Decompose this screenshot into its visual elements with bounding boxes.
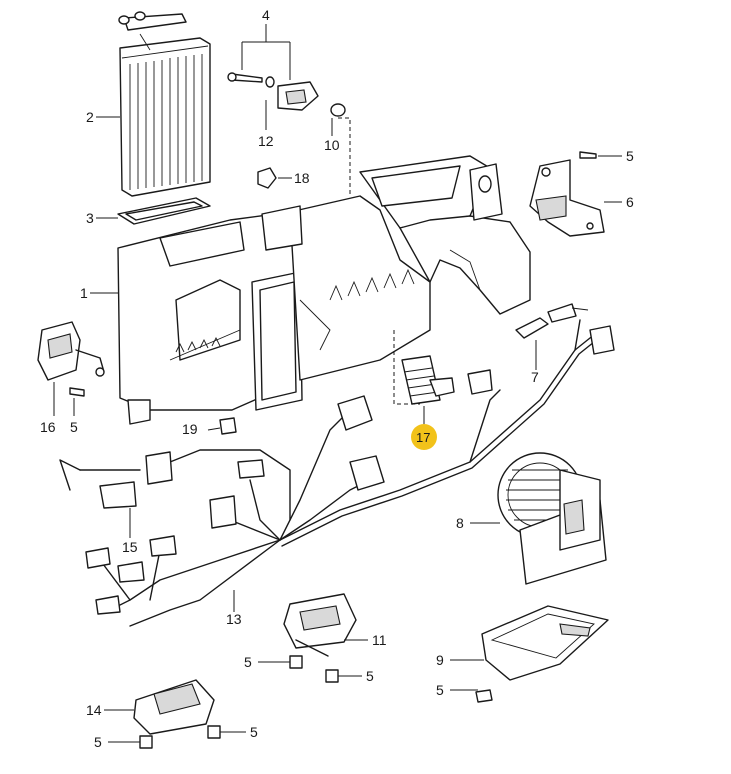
callout-labels: 2 3 1 4 12 10 18 5 6 7 16 5 19 17 8 15 1…: [40, 7, 634, 750]
o-ring: [330, 103, 346, 117]
callout-17: 17: [416, 430, 430, 445]
highlight-marker: [411, 424, 437, 450]
callout-5-mid-left: 5: [244, 654, 252, 670]
blower-motor: [497, 452, 607, 585]
callout-5-bottom-left: 5: [94, 734, 102, 750]
callout-1: 1: [80, 285, 88, 301]
recirculation-actuator: [133, 679, 215, 735]
screw: [139, 735, 153, 749]
temperature-sensor: [515, 303, 589, 339]
callout-11: 11: [372, 632, 387, 648]
callout-6: 6: [626, 194, 634, 210]
blower-resistor: [401, 355, 493, 405]
callout-5-bottom-mid: 5: [250, 724, 258, 740]
screw: [475, 689, 493, 703]
screw: [325, 669, 339, 683]
harness-connectors: [85, 325, 615, 615]
sensor-assembly: [227, 72, 319, 111]
callout-13: 13: [226, 611, 242, 627]
screw: [579, 151, 597, 159]
callout-9: 9: [436, 652, 444, 668]
callout-7: 7: [531, 369, 539, 385]
screw: [289, 655, 303, 669]
callout-14: 14: [86, 702, 102, 718]
servo-actuator: [283, 593, 357, 657]
callout-12: 12: [258, 133, 274, 149]
leader-lines: [53, 24, 622, 743]
plug: [219, 417, 237, 435]
flap-actuator: [37, 321, 105, 381]
blower-cover: [481, 605, 609, 681]
callout-15: 15: [122, 539, 138, 555]
callout-5-left: 5: [70, 419, 78, 435]
actuator-motor: [529, 159, 605, 237]
gasket: [117, 197, 211, 225]
callout-2: 2: [86, 109, 94, 125]
callout-19: 19: [182, 421, 198, 437]
callout-5-bottom-right: 5: [436, 682, 444, 698]
callout-10: 10: [324, 137, 340, 153]
callout-3: 3: [86, 210, 94, 226]
screw: [207, 725, 221, 739]
heater-housing: [117, 155, 531, 425]
callout-5-top-right: 5: [626, 148, 634, 164]
callout-4: 4: [262, 7, 270, 23]
screw: [69, 387, 85, 397]
callout-8: 8: [456, 515, 464, 531]
heater-core: [118, 11, 211, 197]
callout-5-mid-right: 5: [366, 668, 374, 684]
callout-18: 18: [294, 170, 310, 186]
clip: [257, 167, 277, 189]
callout-16: 16: [40, 419, 56, 435]
